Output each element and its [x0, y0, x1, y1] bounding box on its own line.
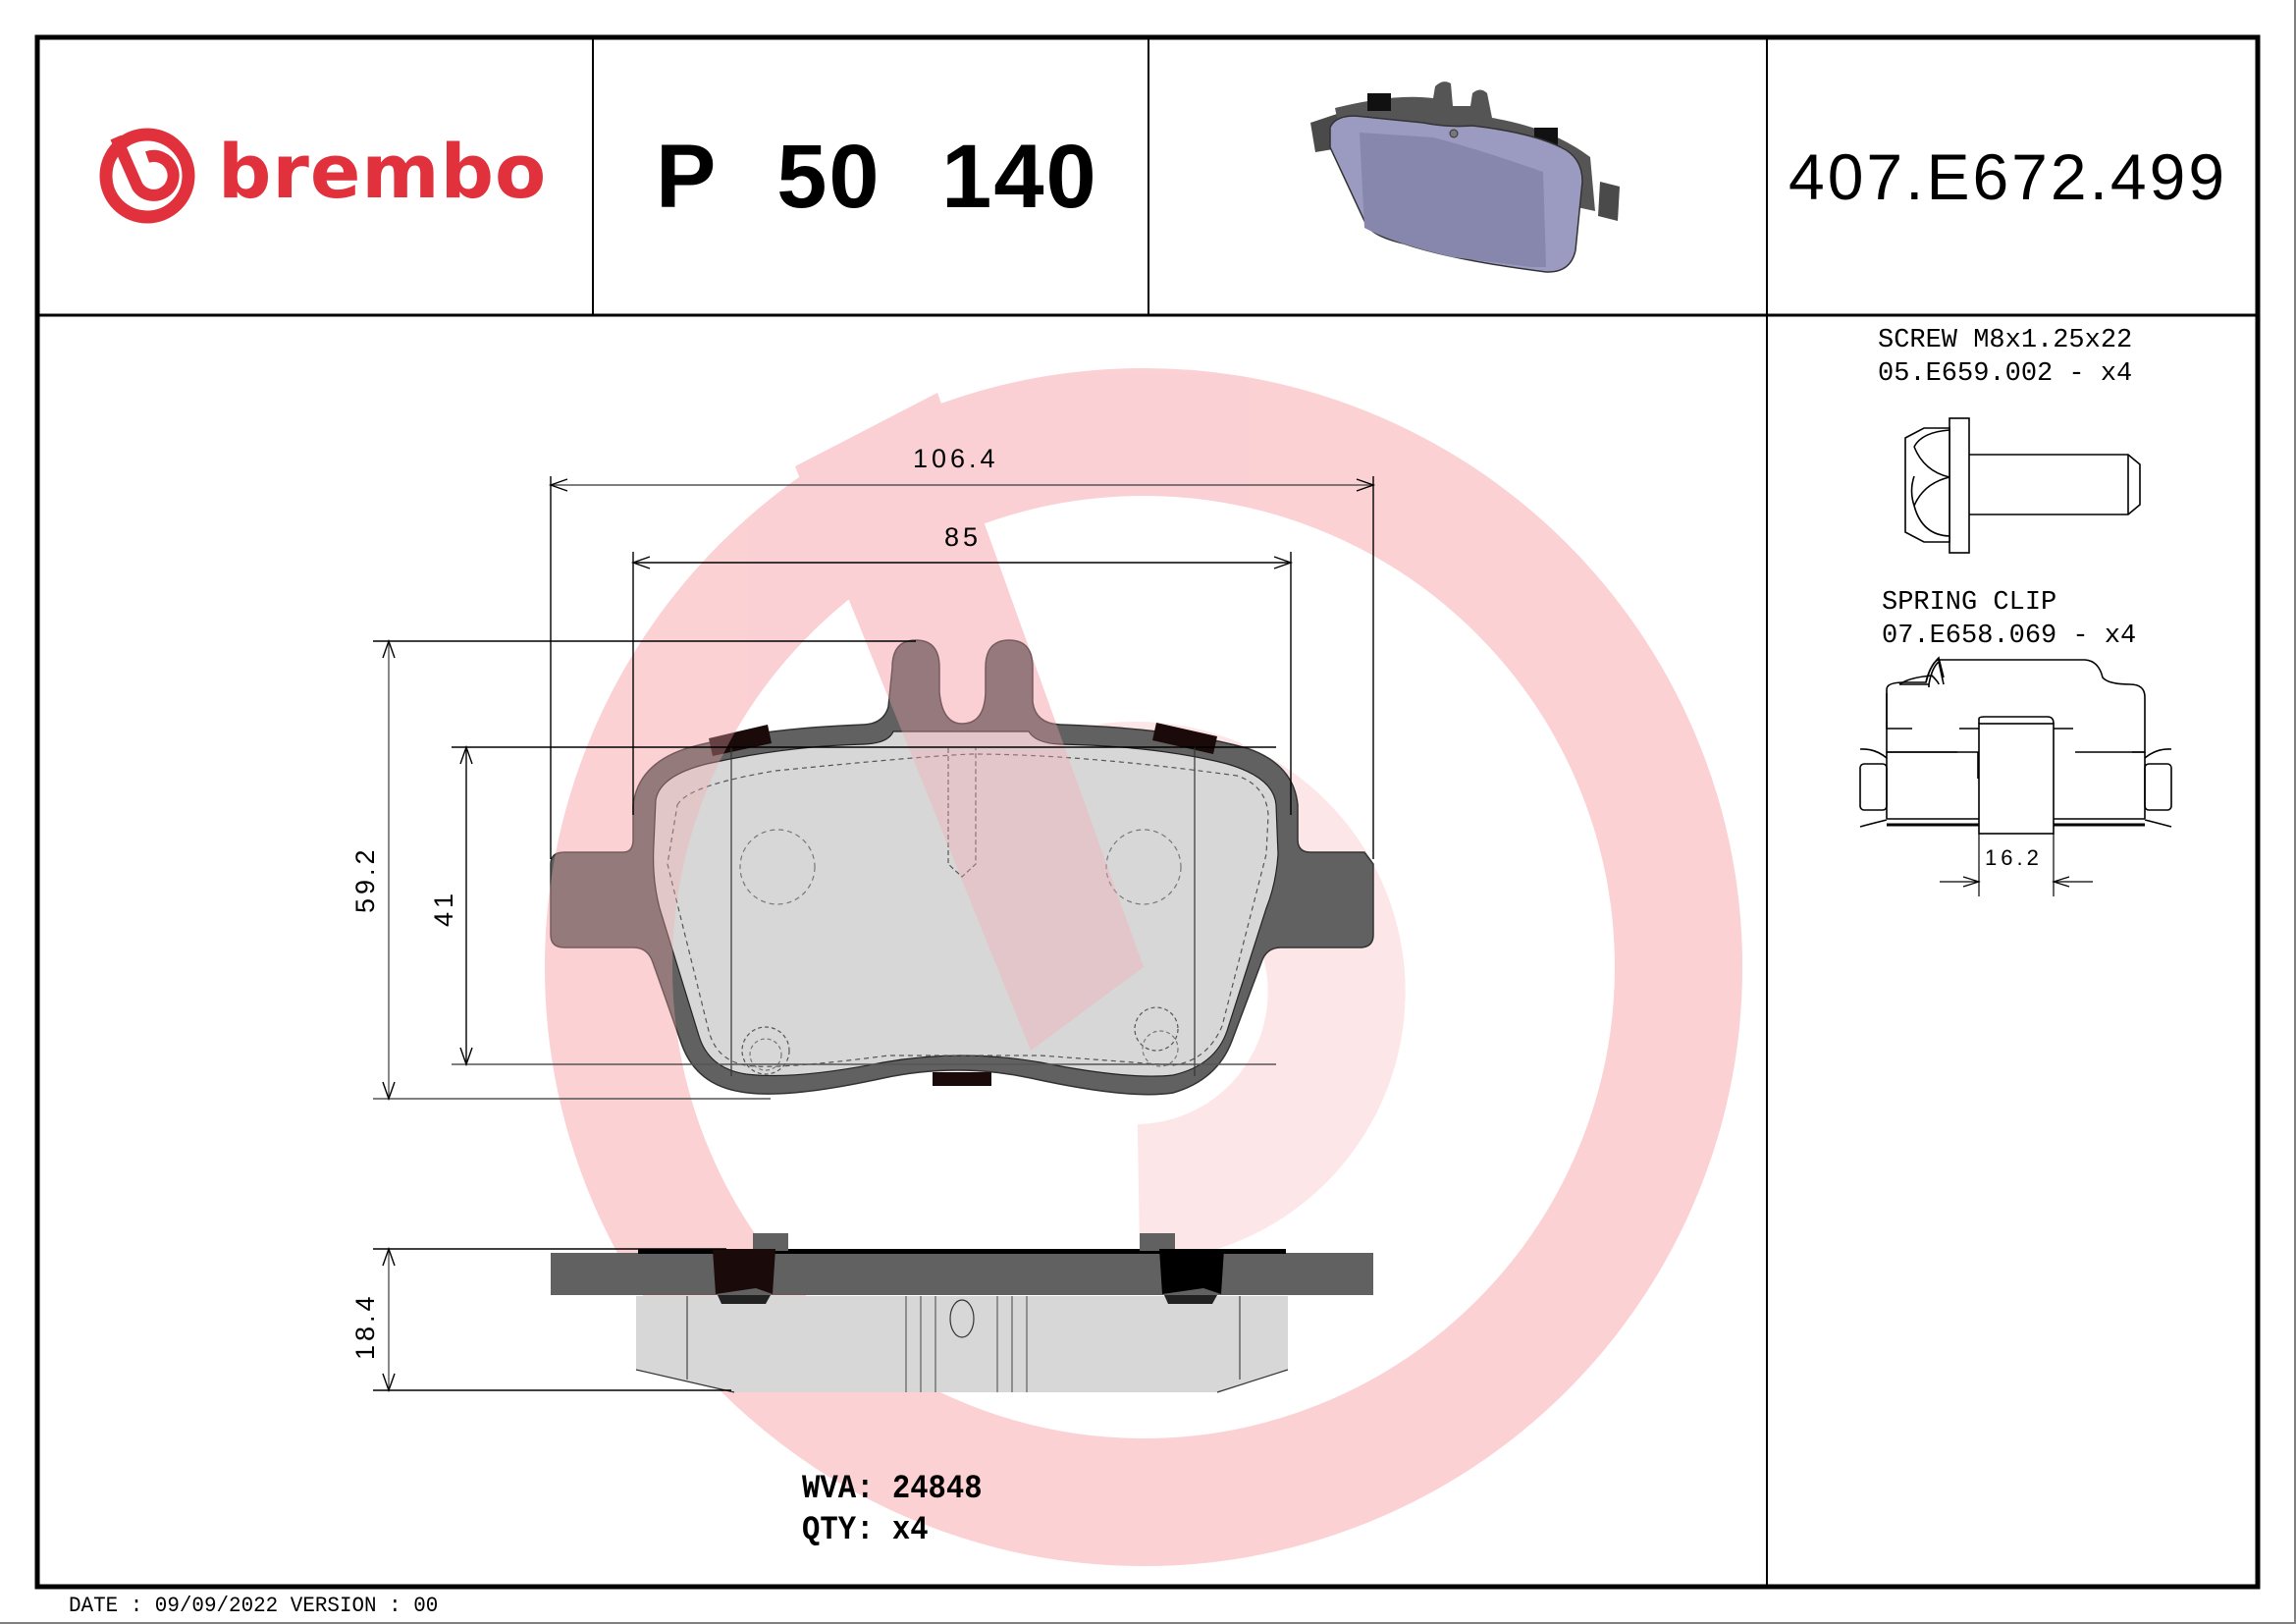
qty-value: x4: [891, 1512, 929, 1549]
brand-wordmark: brembo: [218, 128, 548, 215]
version-value: 00: [413, 1594, 439, 1618]
version-label: VERSION :: [290, 1594, 401, 1618]
dimension-lines: [373, 476, 1376, 1102]
pad-side-view: [551, 1233, 1373, 1393]
date-label: DATE :: [69, 1594, 143, 1618]
wva-value: 24848: [891, 1471, 983, 1508]
spring-clip-label: SPRING CLIP 07.E658.069 - x4: [1882, 586, 2136, 653]
wva-line: WVA: 24848: [802, 1469, 983, 1510]
wva-label: WVA:: [802, 1471, 875, 1508]
spring-clip-dimension: 16.2: [1985, 845, 2043, 870]
spring-clip-code: 07.E658.069 - x4: [1882, 622, 2137, 651]
brake-pad-3d-thumbnail: [1310, 81, 1620, 273]
thickness-dimension-lines: [373, 1246, 731, 1393]
spring-clip-drawing: [1859, 656, 2172, 896]
footer-date-version: DATE : 09/09/2022 VERSION : 00: [69, 1594, 438, 1618]
watermark-overlay: [545, 368, 1742, 1566]
screw-label: SCREW M8x1.25x22 05.E659.002 - x4: [1878, 324, 2132, 391]
screw-name: SCREW M8x1.25x22: [1878, 326, 2133, 355]
product-code: P 50 140: [656, 127, 1098, 227]
qty-label: QTY:: [802, 1512, 875, 1549]
dimension-overall-width: 106.4: [913, 444, 999, 473]
dimension-overall-height: 59.2: [350, 845, 380, 913]
brembo-logo-icon: [99, 128, 195, 224]
screw-code: 05.E659.002 - x4: [1878, 359, 2133, 389]
screw-drawing: [1904, 417, 2141, 554]
part-number: 407.E672.499: [1789, 140, 2228, 213]
date-value: 09/09/2022: [154, 1594, 279, 1618]
dimension-thickness: 18.4: [350, 1292, 380, 1360]
qty-line: QTY: x4: [802, 1510, 929, 1551]
dimension-inner-width: 85: [944, 522, 983, 552]
dimension-friction-height: 41: [429, 889, 458, 927]
spring-clip-name: SPRING CLIP: [1882, 588, 2057, 618]
pad-front-view: [550, 639, 1374, 1096]
